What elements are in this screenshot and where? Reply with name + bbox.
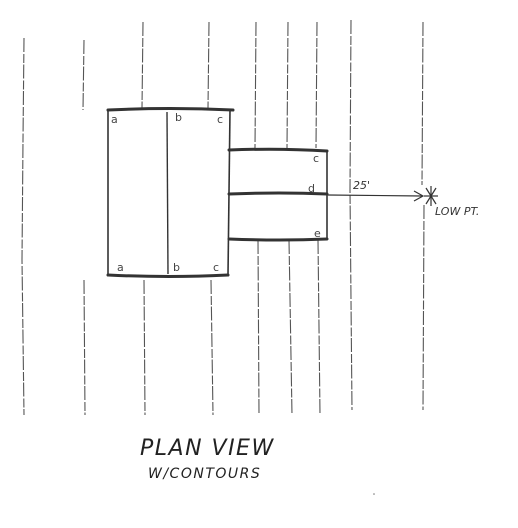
contour-line xyxy=(141,21,144,109)
right-box xyxy=(227,147,329,242)
right-box-bottom-edge xyxy=(227,237,329,242)
contour-line xyxy=(257,239,260,416)
contour-line xyxy=(143,279,146,416)
label-right-box-d: d xyxy=(308,182,315,195)
label-bottom-middle-b: b xyxy=(173,261,180,274)
label-right-box-c: c xyxy=(313,152,319,165)
plan-view-title: PLAN VIEW xyxy=(140,436,275,461)
label-top-right-c: c xyxy=(217,113,223,126)
contour-line xyxy=(317,239,321,416)
contour-line xyxy=(288,239,293,416)
contour-lines xyxy=(21,19,425,416)
label-bottom-left-a: a xyxy=(117,261,124,274)
low-point-icon xyxy=(424,186,438,206)
left-box xyxy=(106,107,235,278)
pencil-mark xyxy=(373,493,375,495)
left-box-bottom-edge xyxy=(106,273,230,278)
contour-line xyxy=(349,19,353,411)
distance-arrow-head xyxy=(413,190,425,202)
label-top-left-a: a xyxy=(111,113,118,126)
contour-line xyxy=(21,37,25,416)
left-box-divider xyxy=(166,111,169,275)
low-point-label: LOW PT. xyxy=(435,205,479,218)
contour-line xyxy=(83,279,86,416)
distance-arrow-line xyxy=(327,194,423,197)
contour-line xyxy=(210,279,214,416)
contour-line xyxy=(82,39,85,111)
distance-arrow xyxy=(327,190,425,202)
label-right-box-e: e xyxy=(314,227,321,240)
contour-line xyxy=(421,21,424,186)
right-box-middle-edge xyxy=(227,191,329,196)
contour-line xyxy=(315,21,318,149)
contour-line xyxy=(254,21,257,149)
contour-line xyxy=(422,204,425,411)
distance-label: 25' xyxy=(353,179,370,192)
label-bottom-right-c: c xyxy=(213,261,219,274)
left-box-top-edge xyxy=(106,107,235,112)
label-top-middle-b: b xyxy=(175,111,182,124)
contour-line xyxy=(207,21,210,109)
contours-subtitle: W/CONTOURS xyxy=(148,466,261,482)
contour-line xyxy=(286,21,289,149)
right-box-top-edge xyxy=(227,147,329,153)
